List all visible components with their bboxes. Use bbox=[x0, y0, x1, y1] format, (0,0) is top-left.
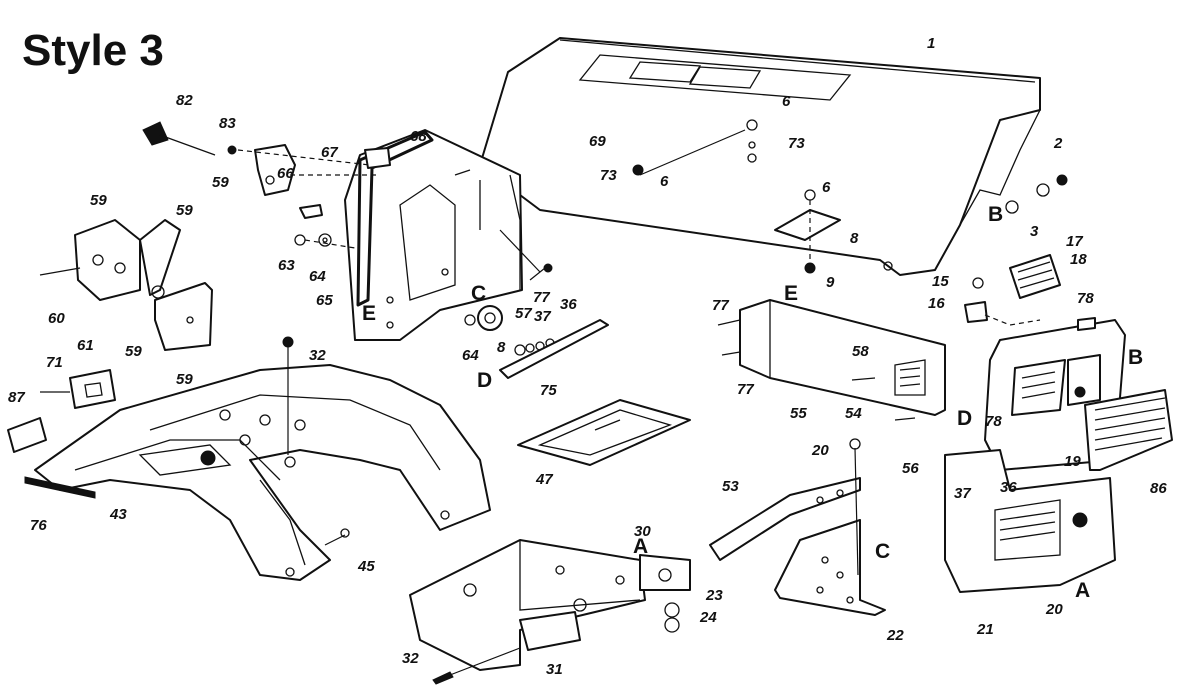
callout-23: 23 bbox=[705, 587, 723, 604]
callout-36: 36 bbox=[560, 296, 577, 313]
callout-16: 16 bbox=[928, 295, 945, 312]
callout-71: 71 bbox=[46, 354, 63, 371]
callout-8: 8 bbox=[497, 339, 506, 356]
callout-55: 55 bbox=[790, 405, 807, 422]
letter-d-left: D bbox=[477, 369, 492, 392]
callout-66: 66 bbox=[277, 165, 294, 182]
side-panel-part bbox=[717, 299, 946, 421]
callout-69: 69 bbox=[589, 133, 606, 150]
letter-d-right: D bbox=[957, 407, 972, 430]
callout-37: 37 bbox=[954, 485, 971, 502]
callout-18: 18 bbox=[1070, 251, 1087, 268]
callout-36: 36 bbox=[1000, 479, 1017, 496]
callout-1: 1 bbox=[927, 35, 935, 52]
callout-20: 20 bbox=[811, 442, 829, 459]
callout-75: 75 bbox=[540, 382, 557, 399]
callout-73: 73 bbox=[600, 167, 617, 184]
letter-e-panel: E bbox=[362, 302, 376, 325]
callout-64: 64 bbox=[309, 268, 326, 285]
center-hardware-parts bbox=[464, 229, 609, 379]
callout-30: 30 bbox=[634, 523, 651, 540]
callout-59: 59 bbox=[125, 343, 142, 360]
callout-63: 63 bbox=[278, 257, 295, 274]
callout-6: 6 bbox=[822, 179, 831, 196]
hood-hardware-parts bbox=[632, 119, 1068, 274]
callout-87: 87 bbox=[8, 389, 25, 406]
callout-68: 68 bbox=[410, 128, 427, 145]
callout-17: 17 bbox=[1066, 233, 1083, 250]
callout-59: 59 bbox=[176, 371, 193, 388]
light-parts bbox=[7, 336, 350, 546]
callout-65: 65 bbox=[316, 292, 333, 309]
callout-77: 77 bbox=[737, 381, 754, 398]
callout-78: 78 bbox=[985, 413, 1002, 430]
callout-32: 32 bbox=[309, 347, 326, 364]
letter-a-grille: A bbox=[1075, 579, 1090, 602]
left-hardware-parts bbox=[142, 121, 391, 249]
diagram-title: Style 3 bbox=[22, 26, 164, 75]
floor-pan-part bbox=[517, 399, 691, 466]
callout-58: 58 bbox=[852, 343, 869, 360]
callout-15: 15 bbox=[932, 273, 949, 290]
callout-86: 86 bbox=[1150, 480, 1167, 497]
callout-61: 61 bbox=[77, 337, 94, 354]
callout-59: 59 bbox=[176, 202, 193, 219]
reference-letters: A A B B C C D D E E bbox=[362, 203, 1143, 602]
callout-43: 43 bbox=[109, 506, 127, 523]
callout-32: 32 bbox=[402, 650, 419, 667]
callout-47: 47 bbox=[535, 471, 553, 488]
fender-part bbox=[24, 364, 491, 581]
callout-45: 45 bbox=[357, 558, 375, 575]
callout-22: 22 bbox=[886, 627, 904, 644]
callout-3: 3 bbox=[1030, 223, 1039, 240]
callout-59: 59 bbox=[212, 174, 229, 191]
callout-77: 77 bbox=[712, 297, 729, 314]
callout-8: 8 bbox=[850, 230, 859, 247]
letter-b-hood: B bbox=[988, 203, 1003, 226]
grille-part bbox=[944, 254, 1173, 593]
letter-a-frame: A bbox=[633, 535, 648, 558]
callout-60: 60 bbox=[48, 310, 65, 327]
callout-20: 20 bbox=[1045, 601, 1063, 618]
callout-67: 67 bbox=[321, 144, 338, 161]
callout-37: 37 bbox=[534, 308, 551, 325]
callout-2: 2 bbox=[1053, 135, 1063, 152]
callout-76: 76 bbox=[30, 517, 47, 534]
callout-83: 83 bbox=[219, 115, 236, 132]
callout-6: 6 bbox=[660, 173, 669, 190]
callout-6: 6 bbox=[782, 93, 791, 110]
letter-b-grille: B bbox=[1128, 346, 1143, 369]
bracket-parts bbox=[39, 219, 213, 351]
callout-labels: 1 2 3 6 6 6 8 9 15 16 17 18 19 20 20 21 … bbox=[8, 35, 1167, 678]
frame-part bbox=[409, 539, 691, 685]
callout-64: 64 bbox=[462, 347, 479, 364]
support-bracket-parts bbox=[709, 438, 886, 616]
callout-56: 56 bbox=[902, 460, 919, 477]
hood-part bbox=[479, 37, 1041, 276]
callout-82: 82 bbox=[176, 92, 193, 109]
callout-9: 9 bbox=[826, 274, 835, 291]
callout-57: 57 bbox=[515, 305, 532, 322]
callout-59: 59 bbox=[90, 192, 107, 209]
callout-19: 19 bbox=[1064, 453, 1081, 470]
callout-24: 24 bbox=[699, 609, 717, 626]
callout-78: 78 bbox=[1077, 290, 1094, 307]
callout-73: 73 bbox=[788, 135, 805, 152]
callout-54: 54 bbox=[845, 405, 862, 422]
callout-77: 77 bbox=[533, 289, 550, 306]
letter-c-panel: C bbox=[471, 282, 486, 305]
callout-21: 21 bbox=[976, 621, 994, 638]
letter-c-bracket: C bbox=[875, 540, 890, 563]
callout-31: 31 bbox=[546, 661, 563, 678]
letter-e-side: E bbox=[784, 282, 798, 305]
dash-panel-part bbox=[344, 129, 523, 341]
callout-53: 53 bbox=[722, 478, 739, 495]
